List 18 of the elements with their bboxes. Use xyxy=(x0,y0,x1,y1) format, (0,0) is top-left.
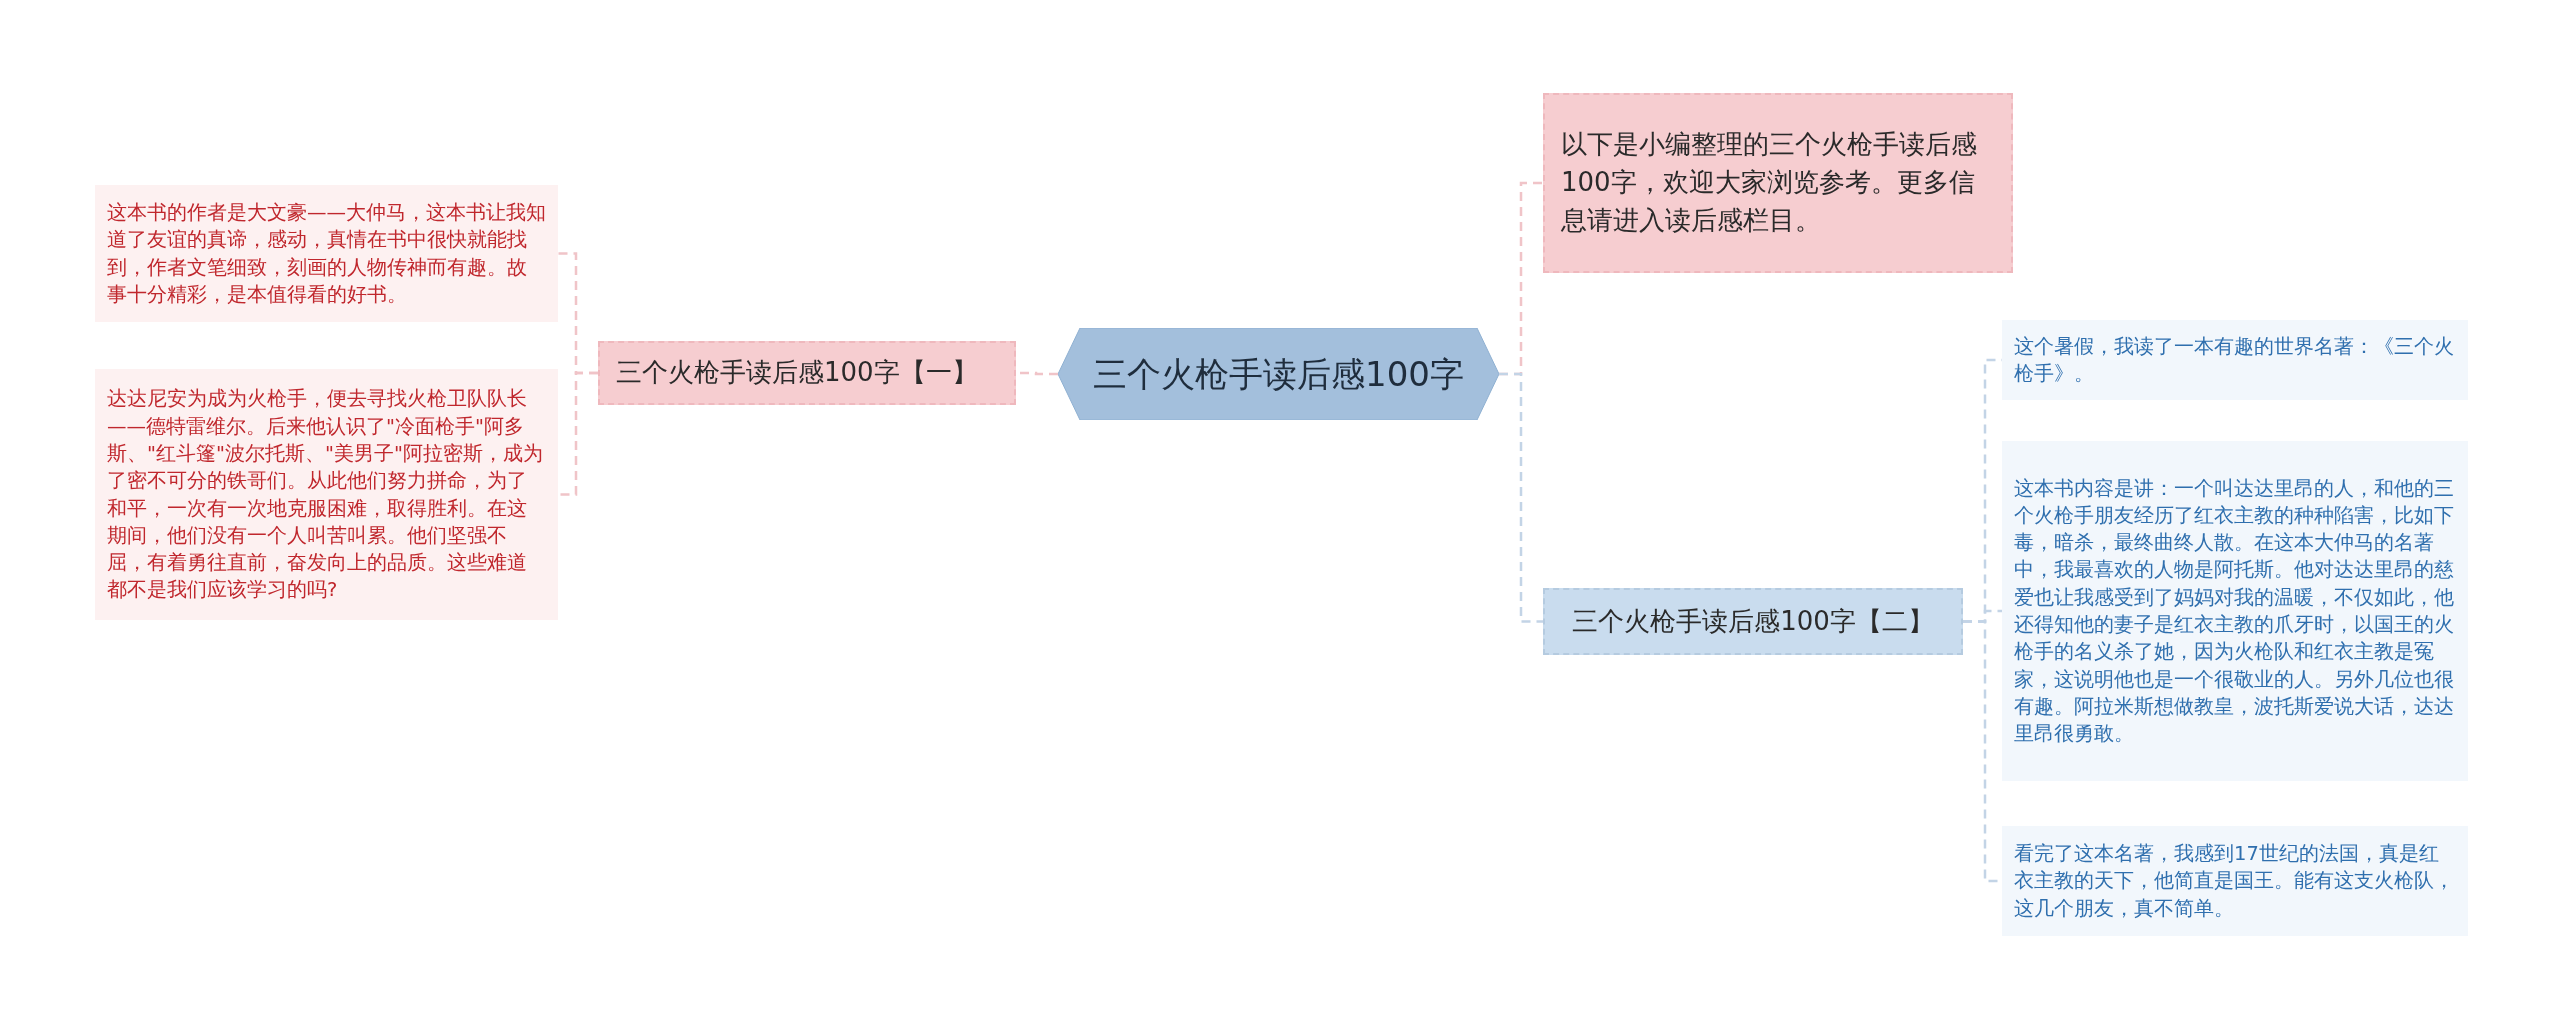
topic-box xyxy=(598,341,1016,405)
note-text: 这本书内容是讲：一个叫达达里昂的人，和他的三个火枪手朋友经历了红衣主教的种种陷害，比如下毒，暗杀，最终曲终人散。在这本大仲马的名著中，我最喜欢的人物是阿托斯。他对达达里昂的慈爱也让我感受到了妈妈对我的温暖，不仅如此，他还得知他的妻子是红衣主教的爪牙时，以国王的火枪手的名义杀了她，因为火枪队和红衣主教是冤家，这说明他也是一个很敬业的人。另外几位也很有趣。阿拉米斯想做教皇，波托斯爱说大话，达达里昂很勇敢。 xyxy=(2014,475,2455,748)
connector-line xyxy=(1499,372,1543,623)
topic-text: 三个火枪手读后感100字【二】 xyxy=(1572,605,1934,639)
note-text: 达达尼安为成为火枪手，便去寻找火枪卫队队长——德特雷维尔。后来他认识了"冷面枪手"阿多斯、"红斗篷"波尔托斯、"美男子"阿拉密斯，成为了密不可分的铁哥们。从此他们努力拼命，为了和平，一次有一次地克服困难，取得胜利。在这期间，他们没有一个人叫苦叫累。他们坚强不屈，有着勇往直前，奋发向上的品质。这些难道都不是我们应该学习的吗? xyxy=(107,386,544,604)
note-text: 这个暑假，我读了一本有趣的世界名著：《三个火枪手》。 xyxy=(2014,333,2455,387)
topic-text: 以下是小编整理的三个火枪手读后感100字，欢迎大家浏览参考。更多信息请进入读后感栏目。 xyxy=(1561,128,1978,237)
topic-box xyxy=(1543,588,1963,655)
connector-line xyxy=(558,371,598,496)
note-card xyxy=(2002,441,2468,781)
topic-text: 三个火枪手读后感100字【一】 xyxy=(616,356,978,390)
note-card xyxy=(95,185,558,322)
central-topic xyxy=(1058,328,1499,420)
note-card xyxy=(2002,320,2468,400)
note-text: 看完了这本名著，我感到17世纪的法国，真是红衣主教的天下，他简直是国王。能有这支火枪队，这几个朋友，真不简单。 xyxy=(2014,841,2455,922)
topic-title: 三个火枪手读后感100字 xyxy=(1093,352,1464,396)
topic-box xyxy=(1543,93,2013,273)
note-text: 这本书的作者是大文豪——大仲马，这本书让我知道了友谊的真谛，感动，真情在书中很快就能找到，作者文笔细致，刻画的人物传神而有趣。故事十分精彩，是本值得看的好书。 xyxy=(107,199,546,308)
